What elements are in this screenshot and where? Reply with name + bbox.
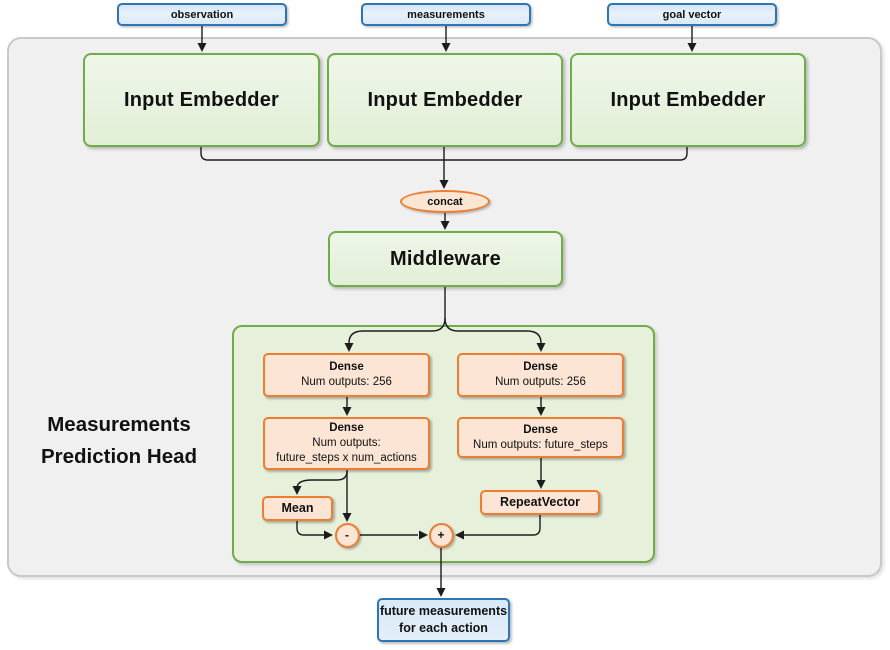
input-embedder-label: Input Embedder xyxy=(123,88,280,111)
dense-detail: Num outputs: future_steps xyxy=(473,438,608,451)
dense-name: Dense xyxy=(523,423,558,436)
input-embedder-goal-vector: Input Embedder xyxy=(570,53,806,147)
input-embedder-label: Input Embedder xyxy=(367,88,523,111)
dense-name: Dense xyxy=(329,422,364,434)
dense-detail: Num outputs: 256 xyxy=(301,376,392,388)
measurements-prediction-head-title: Measurements Prediction Head xyxy=(40,413,198,468)
add-node: + xyxy=(428,522,454,548)
dense-name: Dense xyxy=(523,361,558,373)
output-label-line1: future measurements xyxy=(379,604,508,618)
repeat-vector-label: RepeatVector xyxy=(500,495,580,509)
input-embedder-label: Input Embedder xyxy=(610,88,766,111)
dense-detail-line1: Num outputs: xyxy=(312,437,381,449)
dense-left-256: Dense Num outputs: 256 xyxy=(263,353,430,397)
subtract-node: - xyxy=(334,522,360,548)
middleware-label: Middleware xyxy=(390,247,501,270)
dense-detail-line2: future_steps x num_actions xyxy=(276,452,417,464)
input-observation: observation xyxy=(117,3,287,26)
minus-icon: - xyxy=(345,528,349,542)
input-measurements: measurements xyxy=(361,3,531,26)
input-embedder-measurements: Input Embedder xyxy=(327,53,563,147)
middleware-block: Middleware xyxy=(328,231,563,287)
output-label-line2: for each action xyxy=(399,621,488,635)
input-goal-vector-label: goal vector xyxy=(662,8,722,21)
dense-right-256: Dense Num outputs: 256 xyxy=(457,353,624,397)
mean-block: Mean xyxy=(262,496,333,521)
dense-detail: Num outputs: 256 xyxy=(495,376,586,388)
plus-icon: + xyxy=(437,528,445,542)
dense-left-actions: Dense Num outputs: future_steps x num_ac… xyxy=(263,417,430,470)
output-future-measurements: future measurements for each action xyxy=(377,598,510,642)
input-measurements-label: measurements xyxy=(407,8,485,21)
dense-right-future-steps: Dense Num outputs: future_steps xyxy=(457,417,624,458)
concat-node: concat xyxy=(400,190,490,213)
dense-name: Dense xyxy=(329,361,364,373)
repeat-vector-block: RepeatVector xyxy=(480,490,600,515)
input-observation-label: observation xyxy=(170,8,234,21)
input-embedder-observation: Input Embedder xyxy=(83,53,320,147)
input-goal-vector: goal vector xyxy=(607,3,777,26)
mean-label: Mean xyxy=(281,501,314,515)
concat-label: concat xyxy=(427,195,463,208)
